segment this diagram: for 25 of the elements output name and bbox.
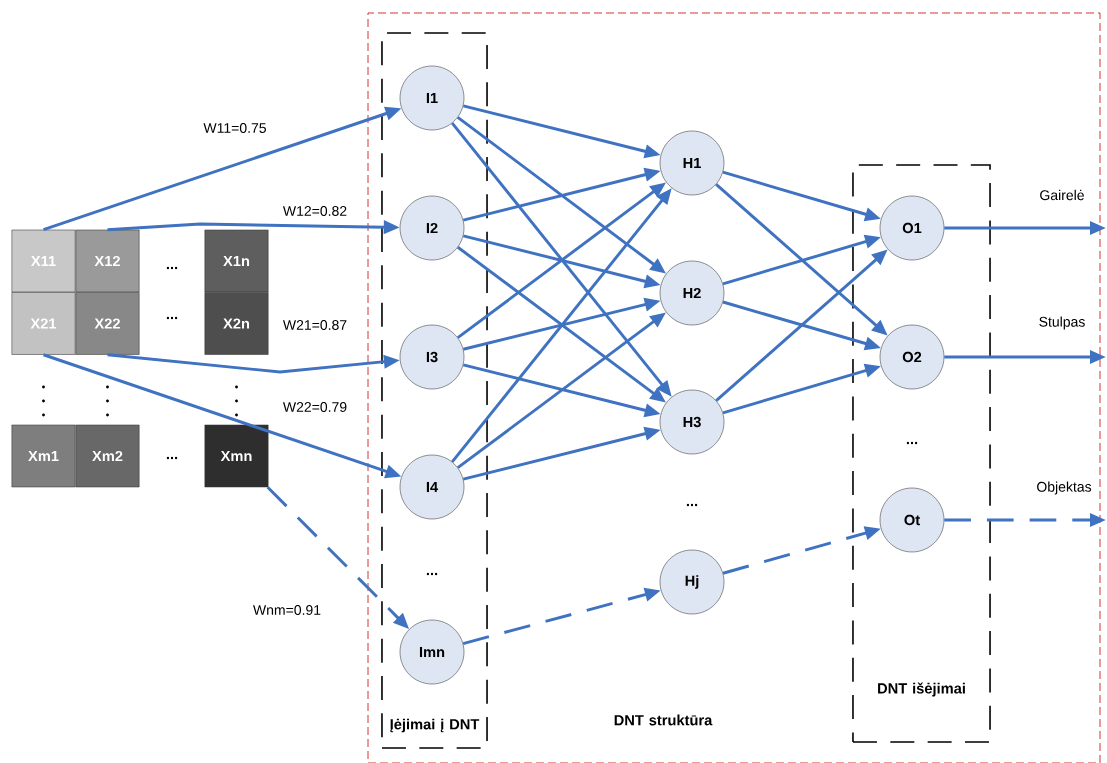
edge-label: Objektas — [1035, 480, 1093, 496]
ellipsis: ... — [166, 266, 178, 270]
edge-label: Gairelė — [1038, 188, 1086, 202]
matrix-cell: Xm1 — [11, 424, 76, 488]
matrix-cell: Xmn — [204, 424, 269, 488]
ellipsis: ... — [166, 316, 178, 320]
matrix-cell: X2n — [204, 292, 269, 355]
ellipsis: ... — [166, 456, 178, 460]
edge-label: W11=0.75 — [202, 121, 268, 135]
matrix-cell: Xm2 — [75, 424, 140, 488]
ellipsis: ... — [426, 572, 438, 576]
edge-label: W22=0.79 — [281, 400, 349, 414]
edge-label: W21=0.87 — [281, 318, 349, 332]
group-label: Įėjimai į DNT — [390, 718, 480, 733]
ellipsis: ... — [906, 441, 918, 445]
group-label: DNT struktūra — [614, 714, 713, 726]
edge-label: W12=0.82 — [281, 204, 349, 218]
edge-label: Stulpas — [1037, 315, 1087, 331]
matrix-cell: X22 — [75, 292, 140, 355]
matrix-cell: X1n — [204, 229, 269, 293]
matrix-cell: X21 — [11, 292, 76, 355]
group-label: DNT išėjimai — [878, 682, 965, 697]
ellipsis: ... — [686, 503, 698, 507]
edge-label: Wnm=0.91 — [251, 603, 323, 617]
matrix-cell: X12 — [75, 229, 140, 293]
